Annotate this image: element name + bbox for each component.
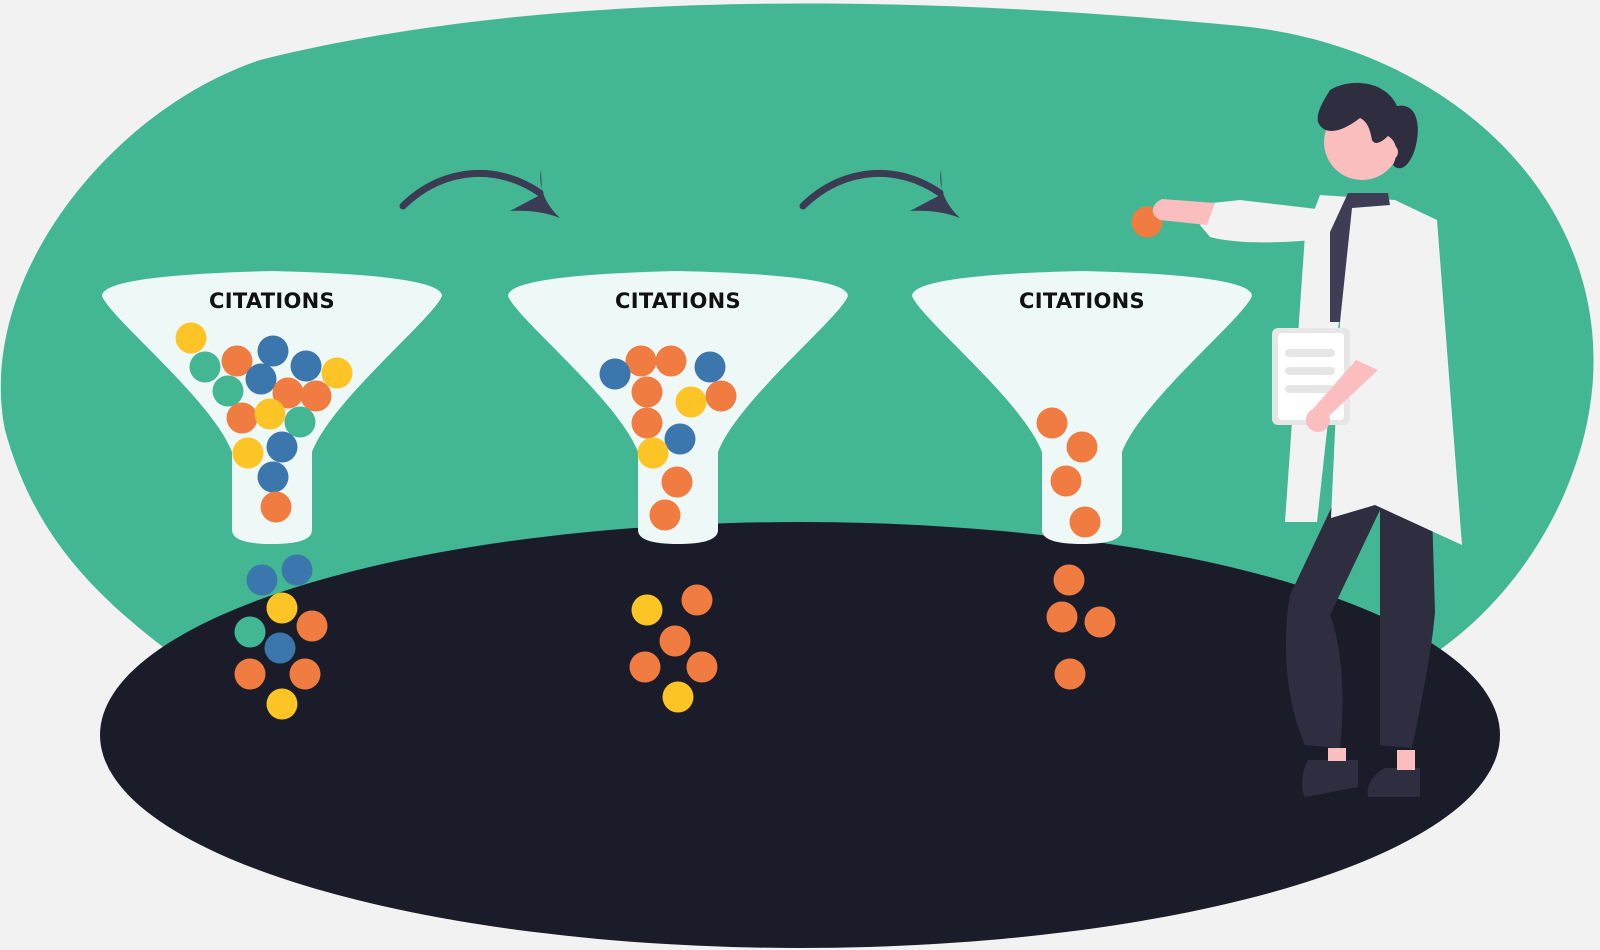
forearm [1312,360,1378,415]
citation-ball-orange [260,491,292,523]
pants [1285,500,1435,748]
funnel-label: CITATIONS [1019,289,1145,313]
curved-arrow-right-icon [799,169,960,218]
citation-ball-blue [664,423,696,455]
citation-ball-blue [245,363,277,395]
hand-left [1306,408,1330,432]
falling-ball-orange [686,651,718,683]
falling-ball-orange [1084,606,1116,638]
citation-ball-orange [221,345,253,377]
falling-ball-blue [246,564,278,596]
clipboard-line [1285,385,1335,393]
balls-layer [175,206,1163,720]
hand [1152,199,1215,225]
funnel-label: CITATIONS [615,289,741,313]
citation-ball-yellow [321,357,353,389]
falling-ball-blue [281,554,313,586]
citation-ball-blue [694,351,726,383]
citation-ball-blue [290,350,322,382]
falling-ball-orange [296,610,328,642]
citation-ball-green [189,351,221,383]
falling-ball-orange [681,584,713,616]
clipboard-line [1285,367,1335,375]
shirt-stripe [1330,193,1390,322]
arm [1200,200,1330,243]
citation-ball-blue [257,335,289,367]
falling-ball-orange [1054,658,1086,690]
falling-ball-orange [1046,601,1078,633]
hair [1317,82,1418,169]
falling-ball-yellow [662,681,694,713]
funnel-label: CITATIONS [209,289,335,313]
citation-ball-orange [655,345,687,377]
citation-ball-orange [1069,506,1101,538]
falling-ball-orange [629,651,661,683]
citation-ball-yellow [232,437,264,469]
citation-ball-orange [1066,431,1098,463]
person [1152,82,1462,797]
citation-ball-yellow [254,398,286,430]
curved-arrow-right-icon [399,169,560,218]
shoe-right [1367,768,1420,797]
shoe-left [1302,760,1358,797]
citation-ball-blue [257,461,289,493]
falling-ball-yellow [631,594,663,626]
citation-ball-orange [1036,407,1068,439]
citation-ball-orange [1050,465,1082,497]
falling-ball-yellow [266,592,298,624]
floor-ellipse [100,522,1500,948]
citation-ball-orange [661,466,693,498]
citation-ball-orange [649,499,681,531]
funnel-body [912,271,1252,544]
citation-ball-yellow [675,386,707,418]
falling-ball-orange [659,625,691,657]
citation-ball-blue [266,431,298,463]
sock-left [1328,748,1346,761]
falling-ball-green [234,616,266,648]
funnel-3: CITATIONS [912,271,1252,544]
falling-ball-blue [264,632,296,664]
citation-ball-yellow [637,437,669,469]
sock-right [1397,750,1415,770]
citation-ball-orange [631,407,663,439]
citation-ball-orange [300,380,332,412]
citation-ball-blue [599,358,631,390]
citation-ball-orange [625,345,657,377]
citation-ball-green [284,406,316,438]
citation-ball-orange [631,376,663,408]
falling-ball-orange [1053,564,1085,596]
citation-ball-orange [705,380,737,412]
citation-ball-orange [272,377,304,409]
clipboard-line [1285,349,1335,357]
ear [1382,144,1398,160]
citation-ball-yellow [175,322,207,354]
falling-ball-orange [289,658,321,690]
falling-ball-orange [234,658,266,690]
citation-ball-green [212,375,244,407]
citation-ball-orange [226,402,258,434]
falling-ball-yellow [266,688,298,720]
